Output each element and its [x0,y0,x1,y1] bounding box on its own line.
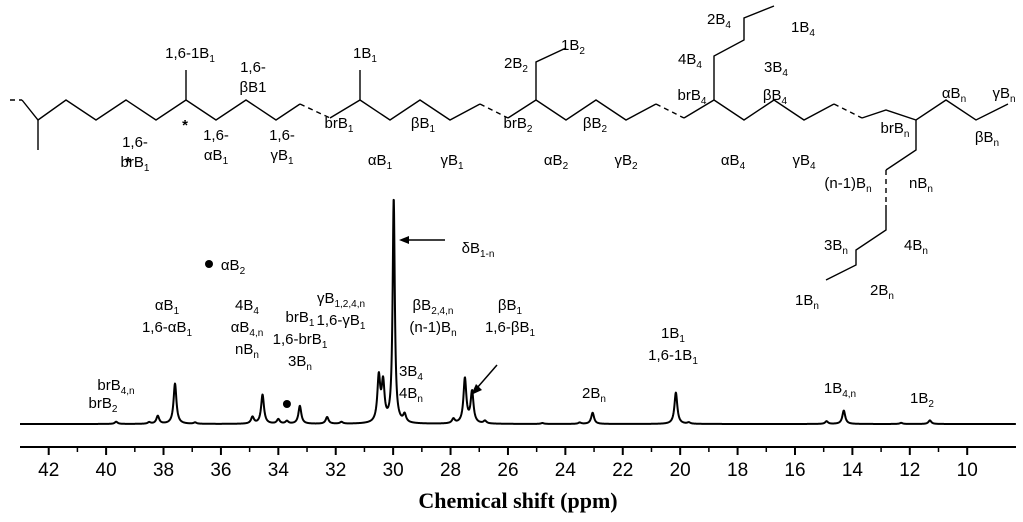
structure-bond-6 [655,103,685,119]
spectrum-trace [19,198,1017,425]
structure-label-s-brB4: brB4​ [678,87,707,107]
peak-label-twoBn: 2Bn​ [582,385,606,405]
x-tick-label: 20 [670,460,691,481]
x-tick-label: 24 [555,460,577,481]
x-tick-label: 30 [383,460,404,481]
peak-label-betaB1: βB1​1,6-βB1​ [485,297,535,339]
structure-bond-8 [833,103,863,119]
x-tick-label: 38 [153,460,174,481]
x-tick-label: 36 [210,460,231,481]
structure-label-s-gB1: γB1​ [440,152,464,172]
beta-arrow [476,364,498,389]
peak-label-betaB24n: βB2,4,n​(n-1)Bn​ [409,297,456,339]
x-tick-label: 34 [268,460,290,481]
x-tick-label: 40 [96,460,117,481]
structure-label-s-2B4: 2B4​ [707,11,731,31]
structure-label-s-brB2: brB2​ [504,115,533,135]
structure-bond-15 [885,120,917,171]
structure-label-s-bB4: βB4​ [763,87,788,107]
structure-label-s-n1Bn: (n-1)Bn​ [824,175,871,195]
x-tick-label: 16 [784,460,805,481]
peak-label-oneB2: 1B2​ [910,390,934,410]
structure-label-s-16-brB1: 1,6-brB1​ [121,134,150,174]
x-tick-label: 10 [957,460,978,481]
polymer-structure: 1,6-1B1​ 1,6-βB1 1,6-brB1​ 1,6-αB1​ 1,6-γB1​… [10,5,1016,312]
structure-label-s-brBn: brBn​ [881,120,910,140]
structure-bond-9 [861,99,1009,121]
structure-label-s-16-aB1: 1,6-αB1​ [203,127,229,167]
x-tick-label: 26 [497,460,518,481]
peak-label-p345: 4B4​αB4,n​nBn​ [231,297,264,361]
x-axis-label: Chemical shift (ppm) [418,488,617,513]
spectrum [19,198,1017,425]
peak-label-brB2: brB2​ [89,395,118,415]
structure-label-s-1B1: 1B1​ [353,45,377,65]
structure-label-s-aBn: αBn​ [942,85,966,105]
x-tick-label: 32 [325,460,346,481]
asterisk-mark: * [125,154,131,171]
structure-bond-1 [21,99,301,121]
x-axis: 42 40 38 36 34 32 30 28 26 24 22 20 18 16 14 12 10Chemic… [20,446,1016,513]
structure-label-s-aB4: αB4​ [721,152,746,172]
peak-label-p297: 3B4​4Bn​ [399,363,423,405]
structure-label-s-3B4: 3B4​ [764,59,788,79]
structure-label-s-16-bB1: 1,6-βB1 [240,59,267,96]
structure-label-s-gB4: γB4​ [792,152,816,172]
structure-label-s-bB2: βB2​ [583,115,608,135]
peak-label-oneB1: 1B1​1,6-1B1​ [648,325,698,367]
structure-bond-3 [329,99,481,121]
structure-label-s-2B2: 2B2​ [504,55,528,75]
delta-arrowhead [399,236,409,244]
peak-label-brB1: brB1​1,6-brB1​3Bn​ [273,309,328,373]
structure-bond-17 [825,205,887,281]
structure-label-s-2Bn: 2Bn​ [870,282,894,302]
x-tick-label: 42 [38,460,59,481]
peak-label-alphaB1: αB1​1,6-αB1​ [142,297,193,339]
structure-label-s-4Bn: 4Bn​ [904,237,928,257]
x-tick-label: 22 [612,460,633,481]
structure-label-s-aB1: αB1​ [368,152,393,172]
peak-label-brB4n: brB4,n​ [97,377,134,397]
structure-bond-14 [713,5,775,100]
alpha-b2-legend-dot [205,260,213,268]
structure-bond-5 [507,99,657,121]
structure-label-s-bB1: βB1​ [411,115,436,135]
structure-label-s-1B4: 1B4​ [791,19,815,39]
peak-label-gammaB: γB1,2,4,n​1,6-γB1​ [317,290,366,332]
asterisk-mark: * [182,117,188,134]
peak-label-alphaB2: αB2​ [221,257,246,277]
structure-bond-7 [683,99,835,121]
structure-label-s-1Bn: 1Bn​ [795,292,819,312]
peak-annotations: brB2​brB4,n​ αB1​1,6-αB1​ αB2​ 4B4​αB4,n​nB… [89,236,934,415]
structure-label-s-4B4: 4B4​ [678,51,702,71]
peak-label-oneB4n: 1B4,n​ [824,380,856,400]
structure-label-s-1B2: 1B2​ [561,37,585,57]
structure-label-s-aB2: αB2​ [544,152,569,172]
x-tick-label: 12 [899,460,920,481]
x-tick-label: 18 [727,460,748,481]
structure-label-s-bBn: βBn​ [975,129,999,149]
structure-label-s-16-1B1: 1,6-1B1​ [165,45,215,65]
structure-bond-2 [299,103,331,119]
structure-label-s-nBn: nBn​ [909,175,933,195]
beta-arrowhead [471,384,482,395]
structure-label-s-3Bn: 3Bn​ [824,237,848,257]
structure-bond-13 [535,47,567,100]
structure-label-s-16-gB1: 1,6-γB1​ [269,127,295,167]
peak-label-deltaB: δB1-n​ [462,240,495,260]
x-tick-label: 14 [842,460,864,481]
x-tick-label: 28 [440,460,461,481]
structure-label-s-brB1: brB1​ [325,115,354,135]
structure-label-s-gBn: γBn​ [992,85,1015,105]
alpha-b2-peak-dot [282,400,291,408]
structure-label-s-gB2: γB2​ [614,152,638,172]
